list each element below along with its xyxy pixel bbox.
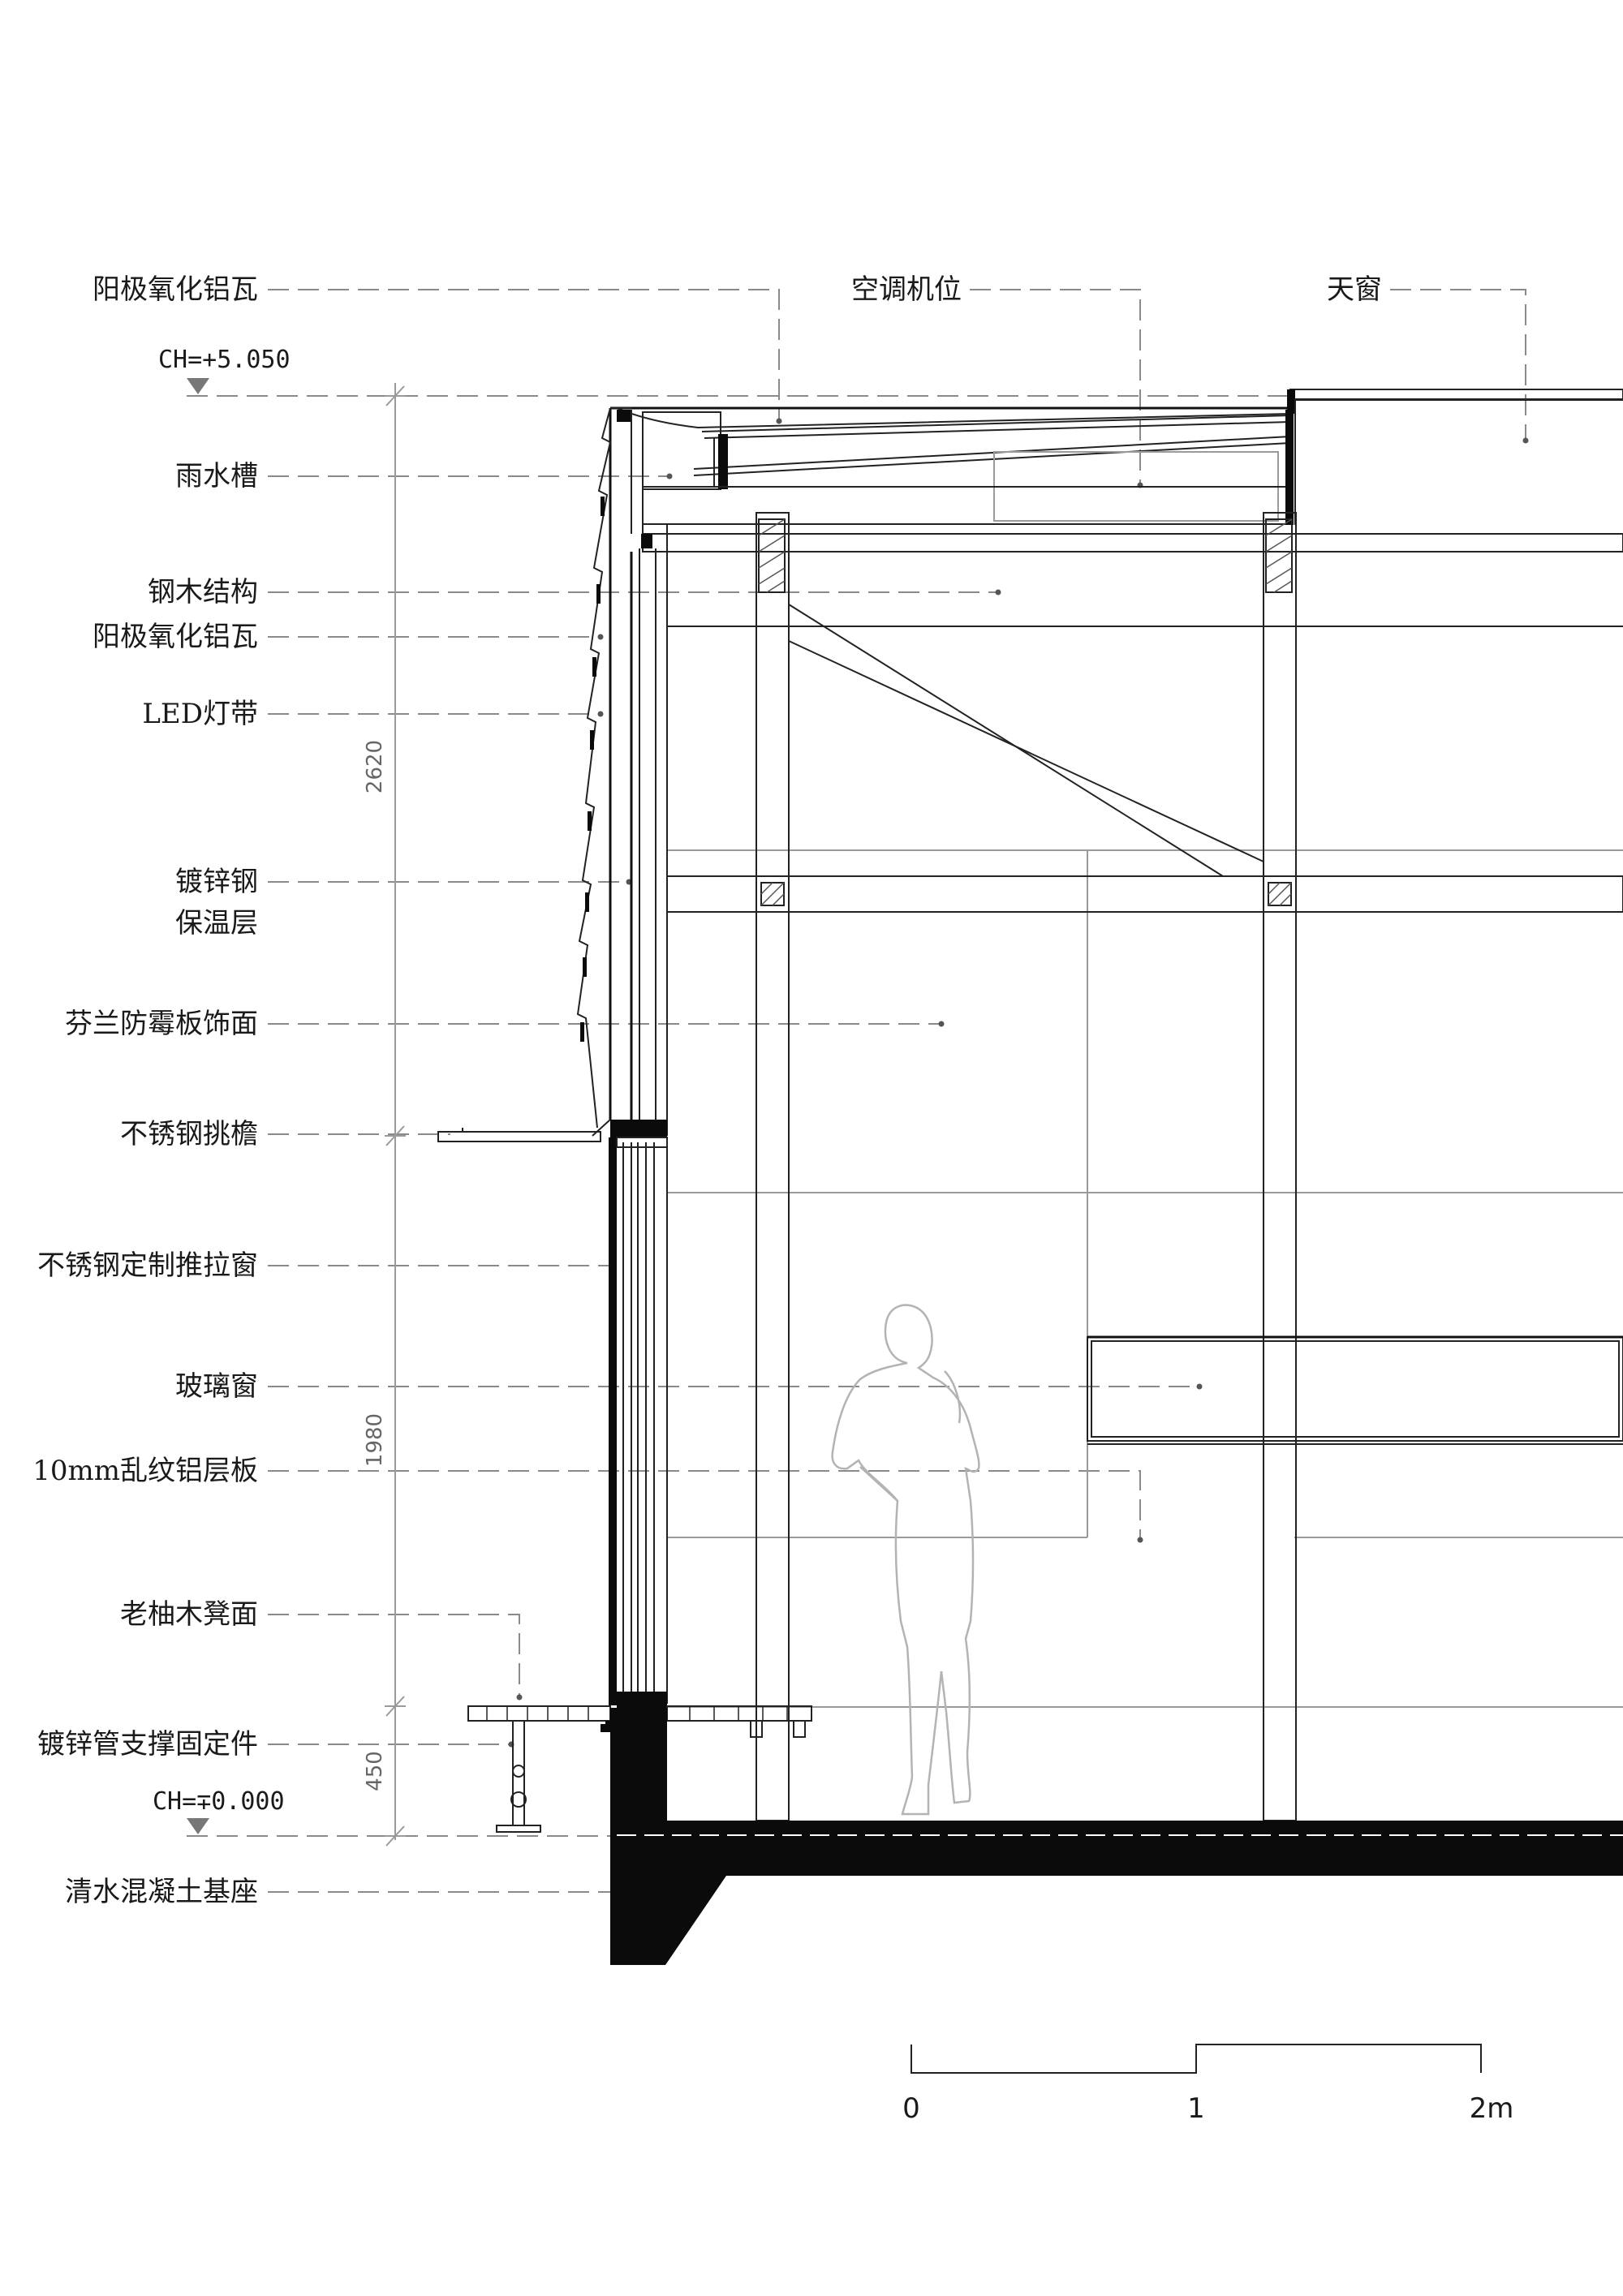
scale-bar: 0 1 2m <box>902 2044 1513 2125</box>
label-insulation: 保温层 <box>175 907 258 939</box>
scale-tick-0: 0 <box>902 2092 920 2125</box>
label-anodized-tile-top: 阳极氧化铝瓦 <box>93 273 258 306</box>
bench <box>467 1705 812 1833</box>
label-concrete-base: 清水混凝土基座 <box>65 1876 258 1908</box>
label-galvanized-steel: 镀锌钢 <box>175 866 258 898</box>
label-gutter: 雨水槽 <box>175 460 258 492</box>
label-skylight: 天窗 <box>1327 273 1382 306</box>
label-glass-window: 玻璃窗 <box>175 1370 258 1403</box>
level-top-triangle <box>187 378 209 394</box>
glass-window-frame <box>1087 1335 1623 1445</box>
dimension-lower: 450 <box>363 1751 387 1791</box>
leader-lines <box>187 289 1526 1893</box>
dimension-upper: 2620 <box>363 740 387 793</box>
label-ac-unit: 空调机位 <box>851 273 962 306</box>
label-galv-pipe: 镀锌管支撑固定件 <box>37 1728 258 1761</box>
label-finnish-board: 芬兰防霉板饰面 <box>65 1008 258 1040</box>
interior-reference-lines <box>667 849 1623 1708</box>
label-ss-sliding-window: 不锈钢定制推拉窗 <box>37 1249 258 1282</box>
column-hatch-left <box>758 518 786 593</box>
building-section <box>437 389 1623 1965</box>
column-hatch-right <box>1265 518 1293 593</box>
roof-assembly <box>610 389 1623 627</box>
level-marks: CH=+5.050 CH=∓0.000 <box>153 346 291 1834</box>
leader-dots <box>508 418 1529 1748</box>
label-ss-canopy: 不锈钢挑檐 <box>120 1118 258 1150</box>
dimension-chain: 2620 1980 450 <box>363 383 406 1847</box>
level-top-text: CH=+5.050 <box>158 346 291 374</box>
level-ground-text: CH=∓0.000 <box>153 1787 285 1816</box>
scale-tick-2m: 2m <box>1470 2092 1514 2125</box>
label-led-strip: LED灯带 <box>142 698 258 730</box>
label-alu-panel: 10mm乱纹铝层板 <box>32 1455 258 1487</box>
sliding-window <box>609 1137 668 1708</box>
steel-wood-frame <box>666 512 1623 1821</box>
dimension-middle: 1980 <box>363 1413 387 1467</box>
label-steel-wood-structure: 钢木结构 <box>148 576 258 608</box>
label-anodized-tile-side: 阳极氧化铝瓦 <box>93 621 258 653</box>
concrete-base <box>610 1708 1623 1965</box>
facade-wall <box>437 407 668 1142</box>
person-silhouette <box>831 1304 980 1816</box>
label-teak-bench: 老柚木凳面 <box>120 1598 258 1631</box>
scale-tick-1: 1 <box>1187 2092 1205 2125</box>
level-ground-triangle <box>187 1818 209 1834</box>
callout-labels: 阳极氧化铝瓦 空调机位 天窗 雨水槽 钢木结构 阳极氧化铝瓦 LED灯带 镀锌钢… <box>32 273 1382 1908</box>
